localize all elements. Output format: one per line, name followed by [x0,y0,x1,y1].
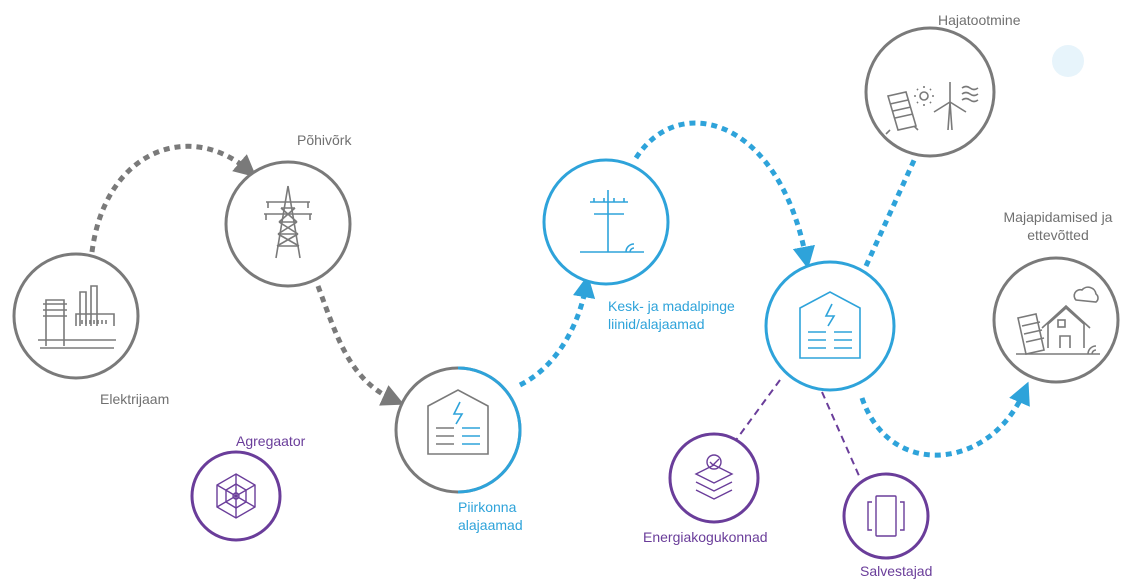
flow-piirkonna-kesk [518,274,596,388]
label-energiakogukonnad: Energiakogukonnad [643,529,768,545]
flow-central-majapidamised [859,381,1030,458]
label-majapidamised-line1: Majapidamised ja [1003,209,1113,225]
label-majapidamised-line2: ettevõtted [1027,227,1089,243]
node-agregaator[interactable] [190,450,282,542]
flow-elektrijaam-pohivork [89,143,257,253]
label-piirkonna-line2: alajaamad [458,517,523,533]
link-central-energiakogukonnad [735,379,781,441]
node-energiakogukonnad[interactable] [668,432,760,524]
substation-icon [427,389,489,455]
storage-icon [867,495,905,537]
label-piirkonna: Piirkonna alajaamad [458,498,523,534]
label-agregaator: Agregaator [236,433,306,449]
node-salvestajad[interactable] [842,472,930,560]
link-central-salvestajad [821,391,861,479]
power-plant-icon [38,285,116,349]
layers-icon [694,454,734,500]
label-majapidamised: Majapidamised ja ettevõtted [996,208,1120,244]
label-kesk-line2: liinid/alajaamad [608,316,705,332]
transmission-tower-icon [264,185,312,259]
network-icon [216,473,256,519]
node-elektrijaam[interactable] [12,252,140,380]
decorative-dot [1052,45,1084,77]
node-central[interactable] [764,260,896,392]
label-pohivork: Põhivõrk [297,132,352,148]
label-piirkonna-line1: Piirkonna [458,499,517,515]
flow-kesk-central [633,120,815,270]
node-kesk[interactable] [542,158,670,286]
solar-wind-icon [885,82,979,135]
label-salvestajad: Salvestajad [860,563,933,579]
utility-pole-icon [580,190,644,253]
node-pohivork[interactable] [224,160,352,288]
label-elektrijaam: Elektrijaam [100,391,170,407]
label-hajatootmine: Hajatootmine [938,12,1021,28]
flow-pohivork-piirkonna [315,285,405,406]
label-kesk: Kesk- ja madalpinge liinid/alajaamad [608,297,735,333]
substation-icon [799,291,861,359]
house-icon [1016,286,1100,355]
node-majapidamised[interactable] [992,256,1120,384]
node-hajatootmine[interactable] [864,26,996,158]
label-kesk-line1: Kesk- ja madalpinge [608,298,735,314]
flow-central-hajatootmine [863,154,919,268]
node-piirkonna[interactable] [394,366,522,494]
